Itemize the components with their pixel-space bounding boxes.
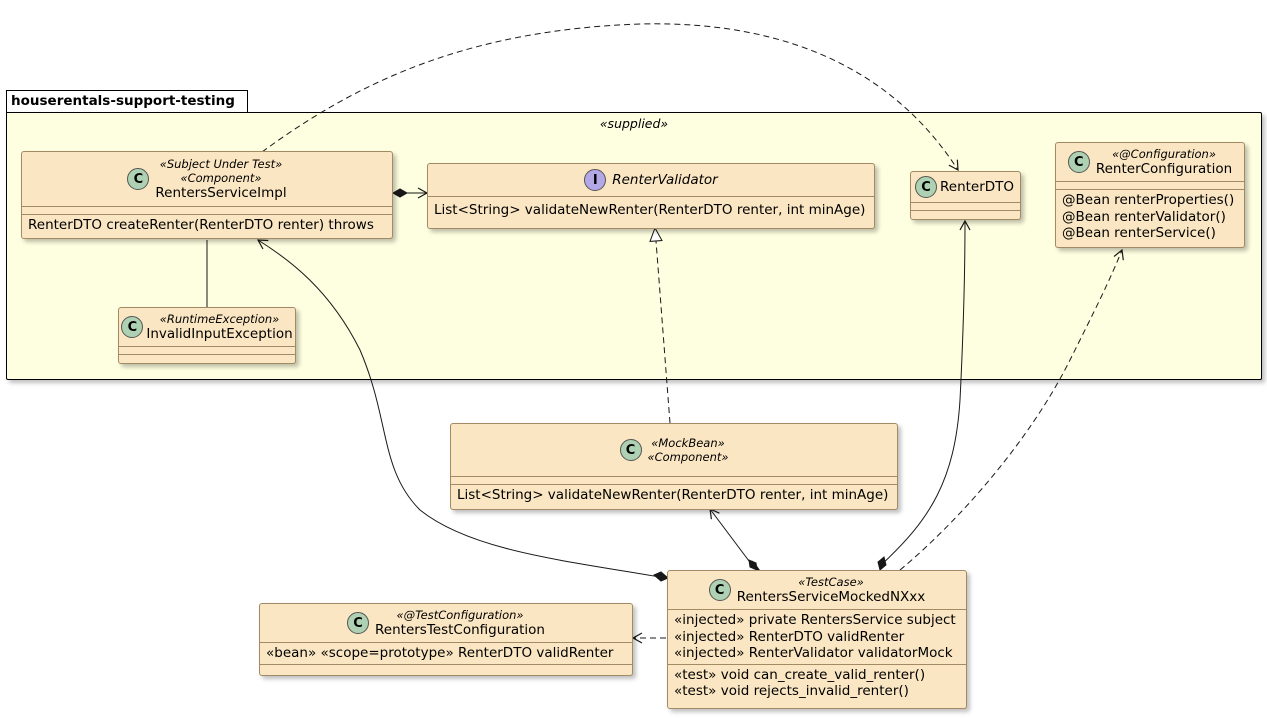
composition-diamond bbox=[391, 188, 409, 198]
interface-badge-icon: I bbox=[584, 169, 607, 191]
method: RenterDTO createRenter(RenterDTO renter)… bbox=[28, 217, 374, 233]
field: «bean» «scope=prototype» RenterDTO valid… bbox=[266, 645, 614, 661]
class-header: C «RuntimeException» InvalidInputExcepti… bbox=[119, 308, 295, 346]
realization-mock-to-validator bbox=[649, 226, 671, 424]
field: «injected» RenterValidator validatorMock bbox=[674, 645, 953, 661]
class-badge-icon: C bbox=[1067, 151, 1090, 173]
class-badge-icon: C bbox=[619, 439, 642, 461]
class-header: I RenterValidator bbox=[428, 164, 874, 196]
stereotype-runtime-exception: «RuntimeException» bbox=[159, 312, 280, 326]
method: List<String> validateNewRenter(RenterDTO… bbox=[434, 202, 866, 218]
composition-test-to-impl-diamond bbox=[653, 571, 669, 582]
class-renters-service-impl[interactable]: C «Subject Under Test» «Component» Rente… bbox=[21, 151, 393, 239]
class-badge-icon: C bbox=[127, 168, 150, 190]
class-header: C «TestCase» RentersServiceMockedNXxx bbox=[668, 571, 966, 609]
composition-test-to-mock-diamond-fill bbox=[748, 559, 758, 571]
composition-test-to-mock bbox=[709, 508, 753, 566]
class-renters-test-configuration[interactable]: C «@TestConfiguration» RentersTestConfig… bbox=[259, 603, 633, 676]
stereotype-configuration: «@Configuration» bbox=[1112, 147, 1216, 161]
class-header: C «MockBean» «Component» bbox=[451, 424, 897, 476]
method: List<String> validateNewRenter(RenterDTO… bbox=[457, 487, 889, 503]
stereotype-subject-under-test: «Subject Under Test» bbox=[159, 157, 283, 171]
method: «test» void can_create_valid_renter() bbox=[674, 666, 926, 683]
package-name: houserentals-support-testing bbox=[11, 93, 235, 109]
class-name: InvalidInputException bbox=[146, 326, 293, 342]
method: @Bean renterProperties() bbox=[1062, 192, 1235, 208]
class-invalid-input-exception[interactable]: C «RuntimeException» InvalidInputExcepti… bbox=[118, 307, 296, 364]
field: «injected» RenterDTO validRenter bbox=[674, 628, 905, 645]
method: «test» void rejects_invalid_renter() bbox=[674, 683, 909, 699]
class-name: RentersServiceImpl bbox=[155, 185, 287, 201]
composition-test-to-impl bbox=[256, 239, 661, 578]
stereotype-test-case: «TestCase» bbox=[798, 575, 864, 589]
class-header: C «Subject Under Test» «Component» Rente… bbox=[22, 152, 392, 206]
method: @Bean renterService() bbox=[1062, 225, 1216, 241]
class-header: C «@TestConfiguration» RentersTestConfig… bbox=[260, 604, 632, 642]
stereotype-component: «Component» bbox=[180, 171, 262, 185]
class-name: RentersTestConfiguration bbox=[375, 622, 545, 638]
composition-test-to-renterdto-diamond bbox=[877, 556, 887, 571]
composition-test-to-renterdto bbox=[880, 219, 971, 566]
class-badge-icon: C bbox=[708, 579, 731, 601]
class-name: RenterDTO bbox=[940, 179, 1015, 195]
class-renters-service-mocked[interactable]: C «TestCase» RentersServiceMockedNXxx «i… bbox=[667, 570, 967, 709]
class-header: C «@Configuration» RenterConfiguration bbox=[1056, 143, 1244, 181]
interface-renter-validator[interactable]: I RenterValidator List<String> validateN… bbox=[427, 163, 875, 229]
field: «injected» private RentersService subjec… bbox=[674, 612, 956, 628]
class-renter-configuration[interactable]: C «@Configuration» RenterConfiguration @… bbox=[1055, 142, 1245, 248]
class-mock-bean[interactable]: C «MockBean» «Component» List<String> va… bbox=[450, 423, 898, 510]
dependency-impl-to-renterdto bbox=[261, 23, 959, 172]
stereotype-test-configuration: «@TestConfiguration» bbox=[396, 608, 524, 622]
class-name: RenterConfiguration bbox=[1095, 161, 1233, 177]
dependency-test-to-config bbox=[899, 248, 1124, 571]
stereotype-mock-bean: «MockBean» bbox=[651, 436, 725, 450]
class-badge-icon: C bbox=[915, 176, 937, 198]
class-header: C RenterDTO bbox=[911, 172, 1020, 202]
interface-name: RenterValidator bbox=[612, 172, 718, 188]
stereotype-component: «Component» bbox=[647, 450, 729, 464]
class-name: RentersServiceMockedNXxx bbox=[736, 589, 926, 605]
package-stereotype: «supplied» bbox=[599, 116, 669, 131]
method: @Bean renterValidator() bbox=[1062, 208, 1226, 225]
class-renter-dto[interactable]: C RenterDTO bbox=[910, 171, 1021, 220]
package-tab: houserentals-support-testing bbox=[6, 90, 248, 112]
class-badge-icon: C bbox=[347, 612, 370, 634]
class-badge-icon: C bbox=[121, 316, 144, 338]
